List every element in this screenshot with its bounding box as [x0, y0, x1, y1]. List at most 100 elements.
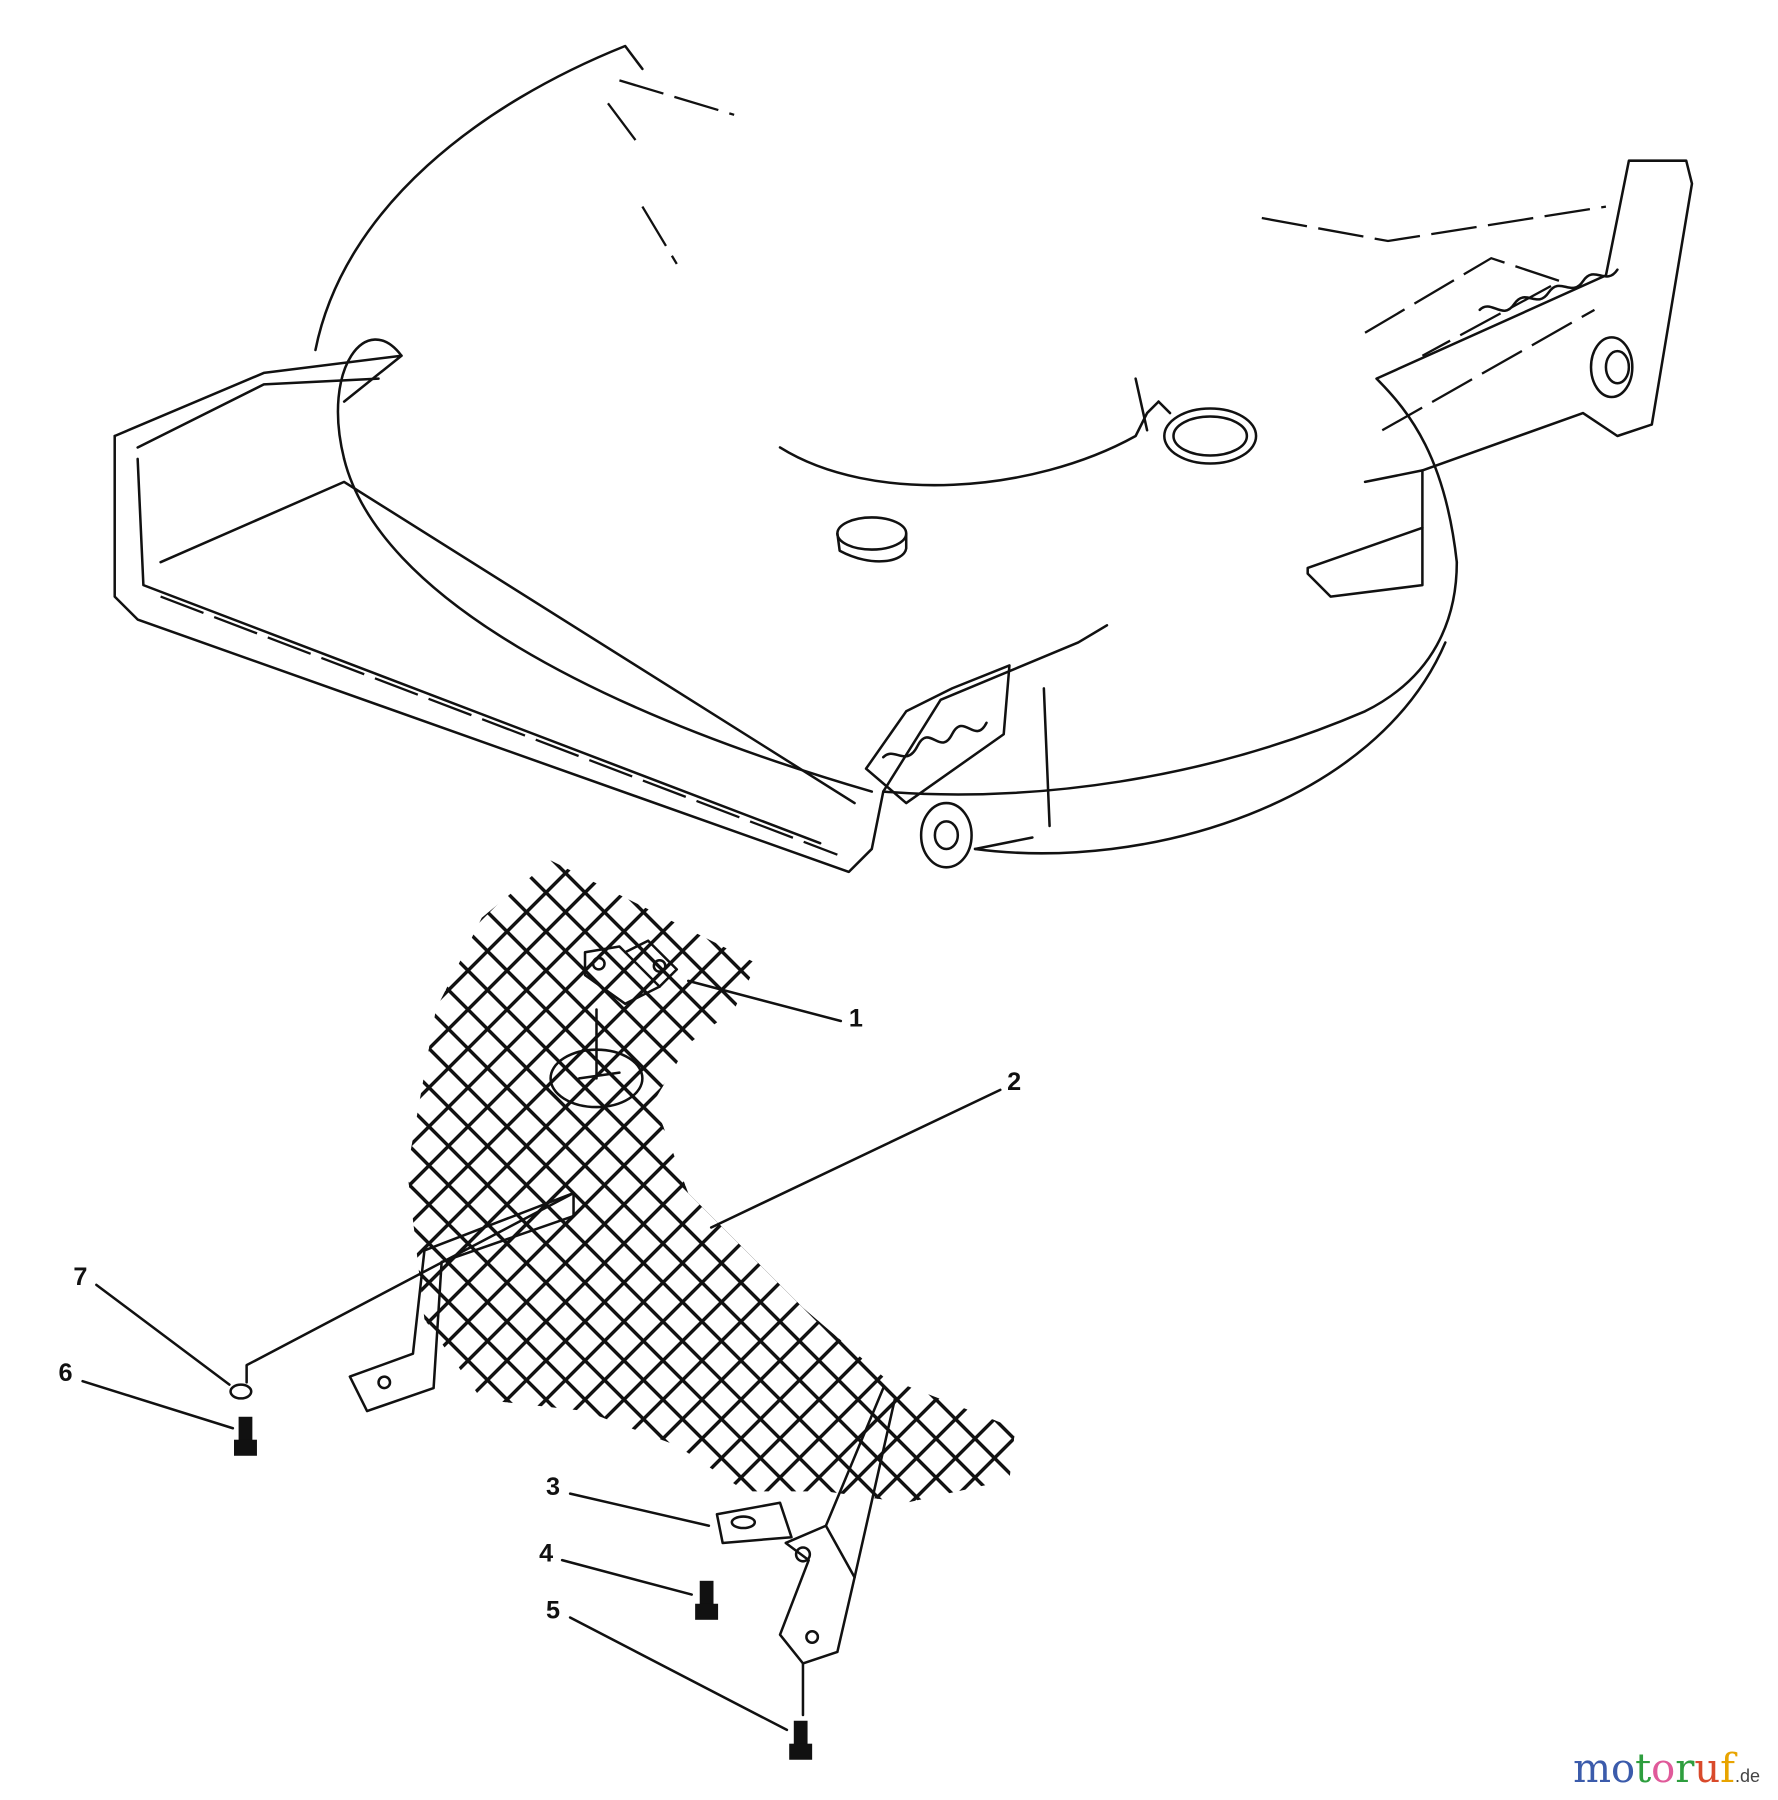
mesh-wire: [1315, 803, 1778, 1606]
mesh-wire: [923, 860, 1016, 1503]
mesh-wire: [0, 803, 167, 1606]
mesh-wire: [0, 803, 167, 1606]
mesh-wire: [1276, 803, 1778, 1606]
callouts: 1 2 3 4 5 6 7: [59, 979, 1021, 1732]
mesh-wire: [572, 860, 1016, 1503]
mesh-wire: [1120, 803, 1778, 1606]
mesh-wire: [416, 860, 1016, 1503]
mesh-wire: [962, 860, 1016, 1503]
mesh-wire: [1042, 803, 1778, 1606]
mesh-wire: [923, 860, 1016, 1503]
mesh-wire: [407, 860, 1016, 1503]
mesh-wire: [1159, 803, 1778, 1606]
bolt-icon: [234, 1416, 257, 1456]
mesh-wire: [0, 803, 206, 1606]
mower-deck: [113, 44, 1694, 874]
mesh-wire: [1393, 803, 1778, 1606]
mesh-wire: [407, 860, 832, 1503]
mesh-wire: [962, 860, 1016, 1503]
mesh-wire: [0, 803, 362, 1606]
mesh-wire: [407, 860, 1016, 1503]
mesh-wire: [1042, 803, 1778, 1606]
bolt-icon: [695, 1580, 719, 1620]
callout-6: 6: [59, 1359, 73, 1387]
callout-3: 3: [546, 1473, 560, 1501]
mesh-wire: [572, 860, 1016, 1503]
deflector-brackets: [348, 939, 896, 1665]
mesh-wire: [1471, 803, 1778, 1606]
mesh-wire: [884, 860, 1016, 1503]
mesh-wire: [407, 860, 520, 1503]
mesh-wire: [1159, 803, 1778, 1606]
mesh-wire: [0, 803, 11, 1606]
mesh-wire: [455, 860, 1016, 1503]
mesh-wire: [611, 860, 1016, 1503]
mesh-wire: [0, 803, 206, 1606]
callout-5: 5: [546, 1597, 560, 1625]
mesh-wire: [1354, 803, 1778, 1606]
grass-deflector-mesh: [0, 803, 1778, 1606]
mesh-wire: [0, 803, 284, 1606]
mesh-wire: [0, 803, 401, 1606]
mesh-wire: [884, 860, 1016, 1503]
mesh-wire: [407, 860, 481, 1503]
mesh-wire: [650, 860, 1016, 1503]
mesh-wire: [1237, 803, 1778, 1606]
mesh-wire: [0, 803, 362, 1606]
mesh-wire: [0, 803, 128, 1606]
mesh-wire: [1315, 803, 1778, 1606]
mesh-wire: [407, 860, 793, 1503]
callout-1: 1: [849, 1005, 863, 1033]
mesh-wire: [0, 803, 11, 1606]
mesh-wire: [407, 860, 637, 1503]
mesh-wire: [407, 860, 754, 1503]
mesh-wire: [1471, 803, 1778, 1606]
mesh-wire: [407, 860, 442, 1503]
mesh-wire: [1744, 803, 1778, 1606]
bolt-icon: [789, 1720, 813, 1760]
mesh-wire: [1393, 803, 1778, 1606]
mesh-wire: [0, 803, 323, 1606]
mesh-wire: [1198, 803, 1778, 1606]
mesh-wire: [407, 860, 559, 1503]
mesh-wire: [1198, 803, 1778, 1606]
mesh-wire: [1001, 860, 1016, 1503]
mesh-wire: [1001, 860, 1016, 1503]
mesh-wire: [407, 860, 676, 1503]
callout-2: 2: [1007, 1068, 1021, 1096]
mesh-wire: [0, 803, 89, 1606]
mesh-wire: [728, 860, 1016, 1503]
mesh-wire: [407, 860, 442, 1503]
mesh-wire: [806, 860, 1016, 1503]
mesh-wire: [1276, 803, 1778, 1606]
mesh-wire: [0, 803, 89, 1606]
mesh-wire: [767, 860, 1016, 1503]
washer-icon: [229, 1383, 253, 1400]
mesh-wire: [1666, 803, 1778, 1606]
mesh-wire: [0, 803, 128, 1606]
mesh-wire: [1510, 803, 1778, 1606]
callout-4: 4: [539, 1539, 553, 1567]
mesh-wire: [407, 860, 754, 1503]
mesh-wire: [407, 860, 520, 1503]
mesh-wire: [0, 803, 50, 1606]
mesh-wire: [0, 803, 50, 1606]
mesh-wire: [494, 860, 1016, 1503]
hardware: [229, 1008, 813, 1760]
mesh-wire: [0, 803, 323, 1606]
callout-7: 7: [73, 1263, 87, 1291]
mesh-wire: [1666, 803, 1778, 1606]
mesh-wire: [407, 860, 715, 1503]
mesh-wire: [0, 803, 284, 1606]
mesh-wire: [1081, 803, 1778, 1606]
mesh-wire: [1705, 803, 1778, 1606]
mesh-wire: [1627, 803, 1778, 1606]
mesh-wire: [407, 860, 1016, 1503]
mesh-wire: [0, 803, 401, 1606]
mesh-wire: [1510, 803, 1778, 1606]
mesh-wire: [407, 860, 481, 1503]
mesh-wire: [407, 860, 1016, 1503]
mesh-wire: [0, 803, 245, 1606]
mesh-wire: [1120, 803, 1778, 1606]
